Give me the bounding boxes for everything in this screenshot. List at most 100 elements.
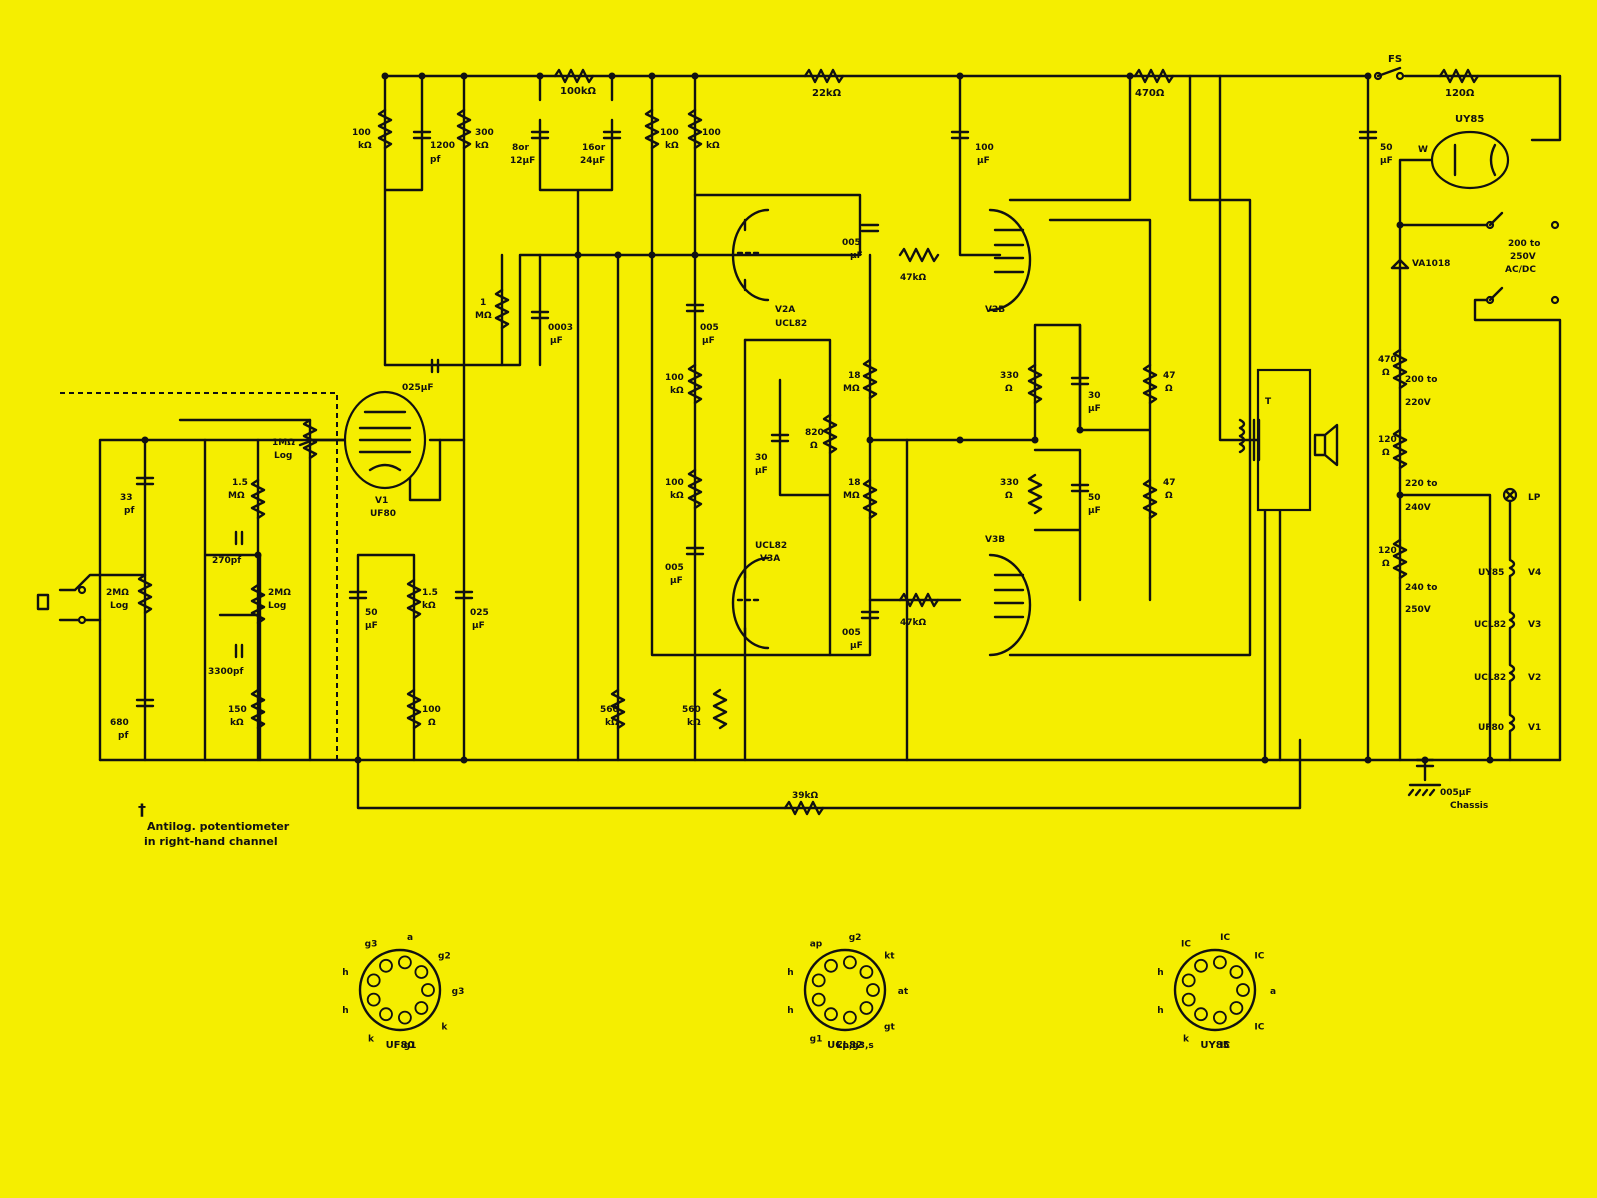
switches [36, 66, 1560, 762]
label-pot-2m-b2: Log [268, 601, 286, 611]
label-tap-240b: 240 to [1405, 583, 1437, 593]
label-c-680b: pf [118, 731, 128, 741]
label-c-005-low-b: µF [670, 576, 683, 586]
label-c-30a: 30 [755, 453, 768, 463]
label-c-005-right-b: µF [850, 641, 863, 651]
label-r-300a: 300 [475, 128, 494, 138]
label-c-33b: pf [124, 506, 134, 516]
valve-pin-label: h [342, 1006, 348, 1016]
label-c-005-low-a: 005 [665, 563, 684, 573]
valve-pin [1194, 1007, 1208, 1022]
label-c-33a: 33 [120, 493, 133, 503]
label-volts-200-3: AC/DC [1505, 265, 1536, 275]
label-r-120c-b: Ω [1382, 559, 1390, 569]
label-tap-240: 240V [1405, 503, 1431, 513]
label-c-8b: 12µF [510, 156, 535, 166]
output-transformer [1238, 368, 1339, 512]
valve-pin [414, 1001, 429, 1015]
label-r-470-top: 470Ω [1135, 88, 1165, 99]
label-r-100-v1a: 100 [352, 128, 371, 138]
valve-pin-label: IC [1220, 933, 1230, 943]
label-uy85-top: UY85 [1455, 114, 1484, 125]
valve-pin-circles [366, 955, 1250, 1025]
label-r-330-low-b: Ω [1005, 491, 1013, 501]
label-r-120b-a: 120 [1378, 435, 1397, 445]
label-fs: FS [1388, 54, 1402, 65]
valve-pin-label: gt [884, 1022, 895, 1032]
label-r-1m-b: MΩ [475, 311, 492, 321]
label-c-270: 270pf [212, 556, 241, 566]
label-r-47k-b: 47kΩ [900, 618, 927, 628]
valve-pin [866, 983, 880, 997]
label-r-300b: kΩ [475, 141, 489, 151]
valve-pin-label: g2 [849, 933, 862, 943]
valve-pin [1213, 1010, 1227, 1025]
valve-pin [366, 992, 381, 1007]
note-dagger: † [138, 800, 146, 819]
label-r-330-low-a: 330 [1000, 478, 1019, 488]
label-r-100-low-b: Ω [428, 718, 436, 728]
valve-pin-label: IC [1254, 952, 1264, 962]
label-r-330a: 330 [1000, 371, 1019, 381]
valve-base-labels: hhg3ag2g3kg1kUF80hhapg2ktatgtkp,g3,sg1UC… [342, 933, 1276, 1051]
label-pot-1m-a: 1MΩ [272, 438, 295, 448]
label-r-560c: 560 [682, 705, 701, 715]
valve-pin-label: k [1183, 1035, 1190, 1045]
label-r-120c-a: 120 [1378, 546, 1397, 556]
valve-pin-label: h [1157, 968, 1163, 978]
valve-pin-label: kt [884, 952, 895, 962]
label-w: W [1418, 145, 1428, 155]
label-c-50-top-a: 50 [1380, 143, 1393, 153]
label-pot-2m-b1: 2MΩ [268, 588, 291, 598]
label-r-100k-top: 100kΩ [560, 86, 597, 97]
label-c-0003a: 0003 [548, 323, 573, 333]
label-heater-uy85: UY85 [1478, 568, 1504, 578]
label-r-100-v1b: kΩ [358, 141, 372, 151]
valve-pin-label: IC [1181, 939, 1191, 949]
label-va1018: VA1018 [1412, 259, 1450, 269]
valve-pin [1229, 1001, 1244, 1015]
label-r-22k: 22kΩ [812, 88, 842, 99]
label-r-39k: 39kΩ [792, 791, 819, 801]
label-r-560d: kΩ [687, 718, 701, 728]
label-c-50-mid-a: 50 [365, 608, 378, 618]
valve-pin-label: a [1270, 987, 1276, 997]
valve-pin-label: h [787, 968, 793, 978]
label-heater-v2: V2 [1528, 673, 1541, 683]
label-chassis-cap: 005µF [1440, 788, 1472, 798]
label-r-15m-a: 1.5 [232, 478, 248, 488]
label-v3b: V3B [985, 535, 1005, 545]
valve-pin-label: k [368, 1035, 375, 1045]
label-pot-2m-a1: 2MΩ [106, 588, 129, 598]
label-r-18m-a2: MΩ [843, 384, 860, 394]
valve-pin-label: h [1157, 1006, 1163, 1016]
valve-pin-label: h [787, 1006, 793, 1016]
label-r-820b: Ω [810, 441, 818, 451]
valves [343, 130, 1510, 657]
label-c-005-left-a: 005 [700, 323, 719, 333]
valve-pin [379, 1007, 393, 1022]
valve-pin [843, 1010, 857, 1025]
valve-pin-label: IC [1220, 1041, 1230, 1051]
label-r-120b-b: Ω [1382, 448, 1390, 458]
valve-base-uf80 [358, 948, 442, 1032]
valve-pin-label: a [407, 933, 413, 943]
label-r-330b: Ω [1005, 384, 1013, 394]
label-c-005-v2a-a: 005 [842, 238, 861, 248]
valve-base-title: UCL82 [827, 1040, 863, 1051]
label-r-100-b1: 100 [660, 128, 679, 138]
label-r-560b: kΩ [605, 718, 619, 728]
note-line-1: Antilog. potentiometer [147, 820, 290, 833]
label-heater-v1: V1 [1528, 723, 1541, 733]
label-chassis: Chassis [1450, 801, 1488, 811]
label-ucl82-b: UCL82 [755, 541, 787, 551]
label-c-30r-b: µF [1088, 404, 1101, 414]
label-c-1200a: 1200 [430, 141, 455, 151]
valve-pin [824, 958, 838, 973]
valve-base-ucl82 [803, 948, 887, 1032]
label-r-150a: 150 [228, 705, 247, 715]
label-c-16a: 16or [582, 143, 606, 153]
label-pot-2m-a2: Log [110, 601, 128, 611]
label-r-100k-low-a: 100 [665, 478, 684, 488]
valve-base-title: UY85 [1200, 1040, 1229, 1051]
